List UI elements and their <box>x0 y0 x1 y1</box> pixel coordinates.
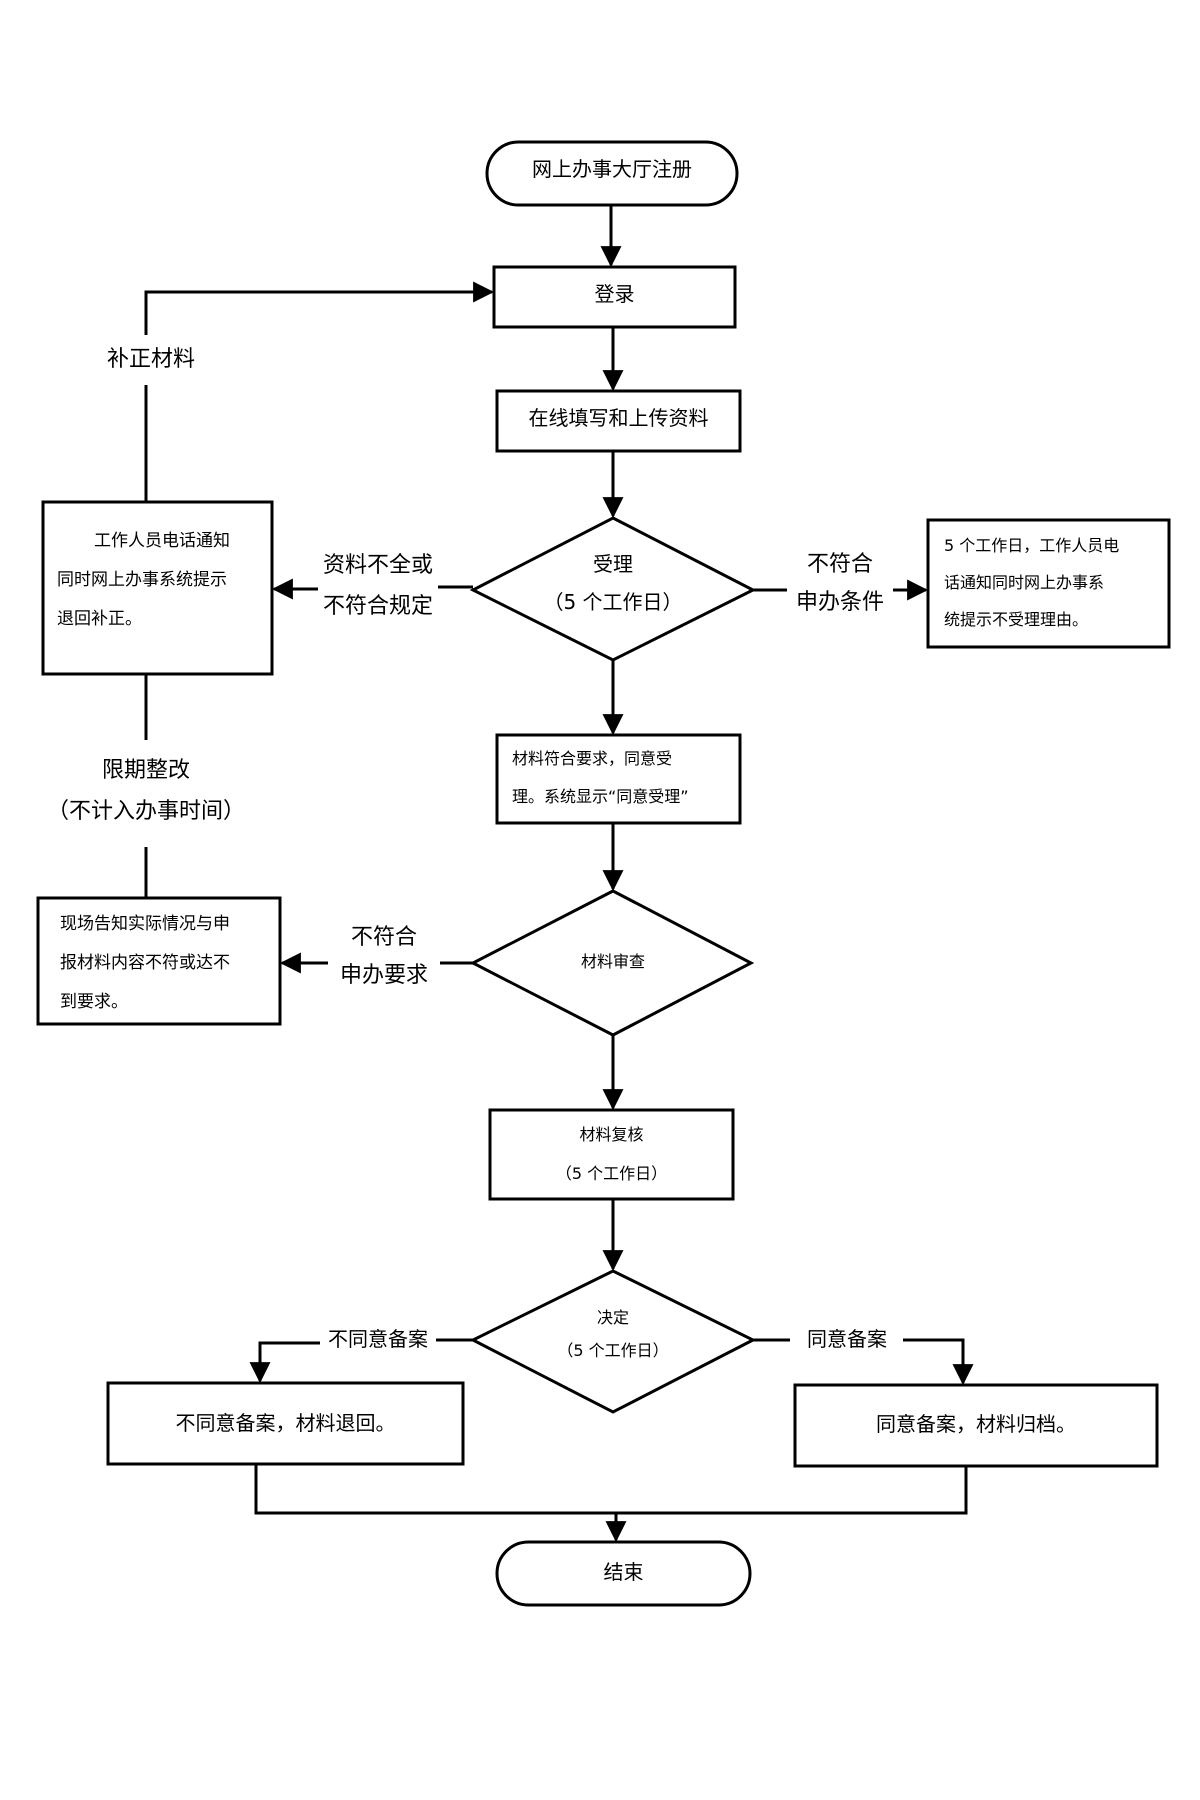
login-label: 登录 <box>594 282 635 306</box>
register-label: 网上办事大厅注册 <box>532 157 692 181</box>
disagree-result-node <box>106 1381 465 1466</box>
accepted-line2: 理。系统显示“同意受理” <box>512 787 689 806</box>
accept-label-title: 受理 <box>593 552 633 576</box>
line-merge <box>254 1464 968 1515</box>
arrow-decision-agree <box>903 1338 974 1386</box>
edge-label-deadline-line2: （不计入办事时间） <box>46 799 245 824</box>
edge-label-agree: 同意备案 <box>807 1327 887 1351</box>
notify-reject-line1: 5 个工作日，工作人员电 <box>944 536 1120 555</box>
arrow-decision-disagree <box>249 1341 320 1384</box>
onsite-notice-line2: 报材料内容不符或达不 <box>60 953 230 973</box>
decision-node <box>469 1269 757 1414</box>
agree-result-node <box>793 1383 1159 1468</box>
notify-reject-line2: 话通知同时网上办事系 <box>944 573 1105 592</box>
accept-label-days: （5 个工作日） <box>543 590 683 614</box>
end-label: 结束 <box>603 1560 644 1584</box>
agree-result-label: 同意备案，材料归档。 <box>876 1412 1076 1436</box>
notify-return-line1: 工作人员电话通知 <box>94 531 230 551</box>
edge-label-incomplete-line2: 不符合规定 <box>322 594 433 619</box>
onsite-notice-line3: 到要求。 <box>60 992 128 1012</box>
edge-label-disagree: 不同意备案 <box>328 1327 428 1351</box>
disagree-result-label: 不同意备案，材料退回。 <box>175 1411 396 1435</box>
edge-label-not-eligible-line2: 申办条件 <box>795 590 884 615</box>
edge-label-deadline-line1: 限期整改 <box>101 758 190 783</box>
arrow-supplement-login <box>144 281 495 335</box>
notify-reject-line3: 统提示不受理理由。 <box>944 610 1089 629</box>
edge-label-not-meet-line2: 申办要求 <box>339 963 428 988</box>
edge-label-not-eligible-line1: 不符合 <box>806 552 873 577</box>
notify-return-line2: 同时网上办事系统提示 <box>57 570 227 590</box>
decision-line1: 决定 <box>596 1308 629 1327</box>
recheck-line2: （5 个工作日） <box>555 1164 668 1183</box>
accepted-line1: 材料符合要求，同意受 <box>512 749 673 768</box>
edge-label-not-meet-line1: 不符合 <box>350 925 417 950</box>
decision-line2: （5 个工作日） <box>557 1341 669 1360</box>
edge-label-incomplete-line1: 资料不全或 <box>322 553 433 578</box>
notify-return-line3: 退回补正。 <box>57 609 142 629</box>
review-label: 材料审查 <box>580 952 645 971</box>
onsite-notice-line1: 现场告知实际情况与申 <box>60 914 230 934</box>
edge-label-supplement: 补正材料 <box>106 347 195 372</box>
recheck-line1: 材料复核 <box>579 1125 644 1144</box>
fill-upload-label: 在线填写和上传资料 <box>528 406 709 430</box>
